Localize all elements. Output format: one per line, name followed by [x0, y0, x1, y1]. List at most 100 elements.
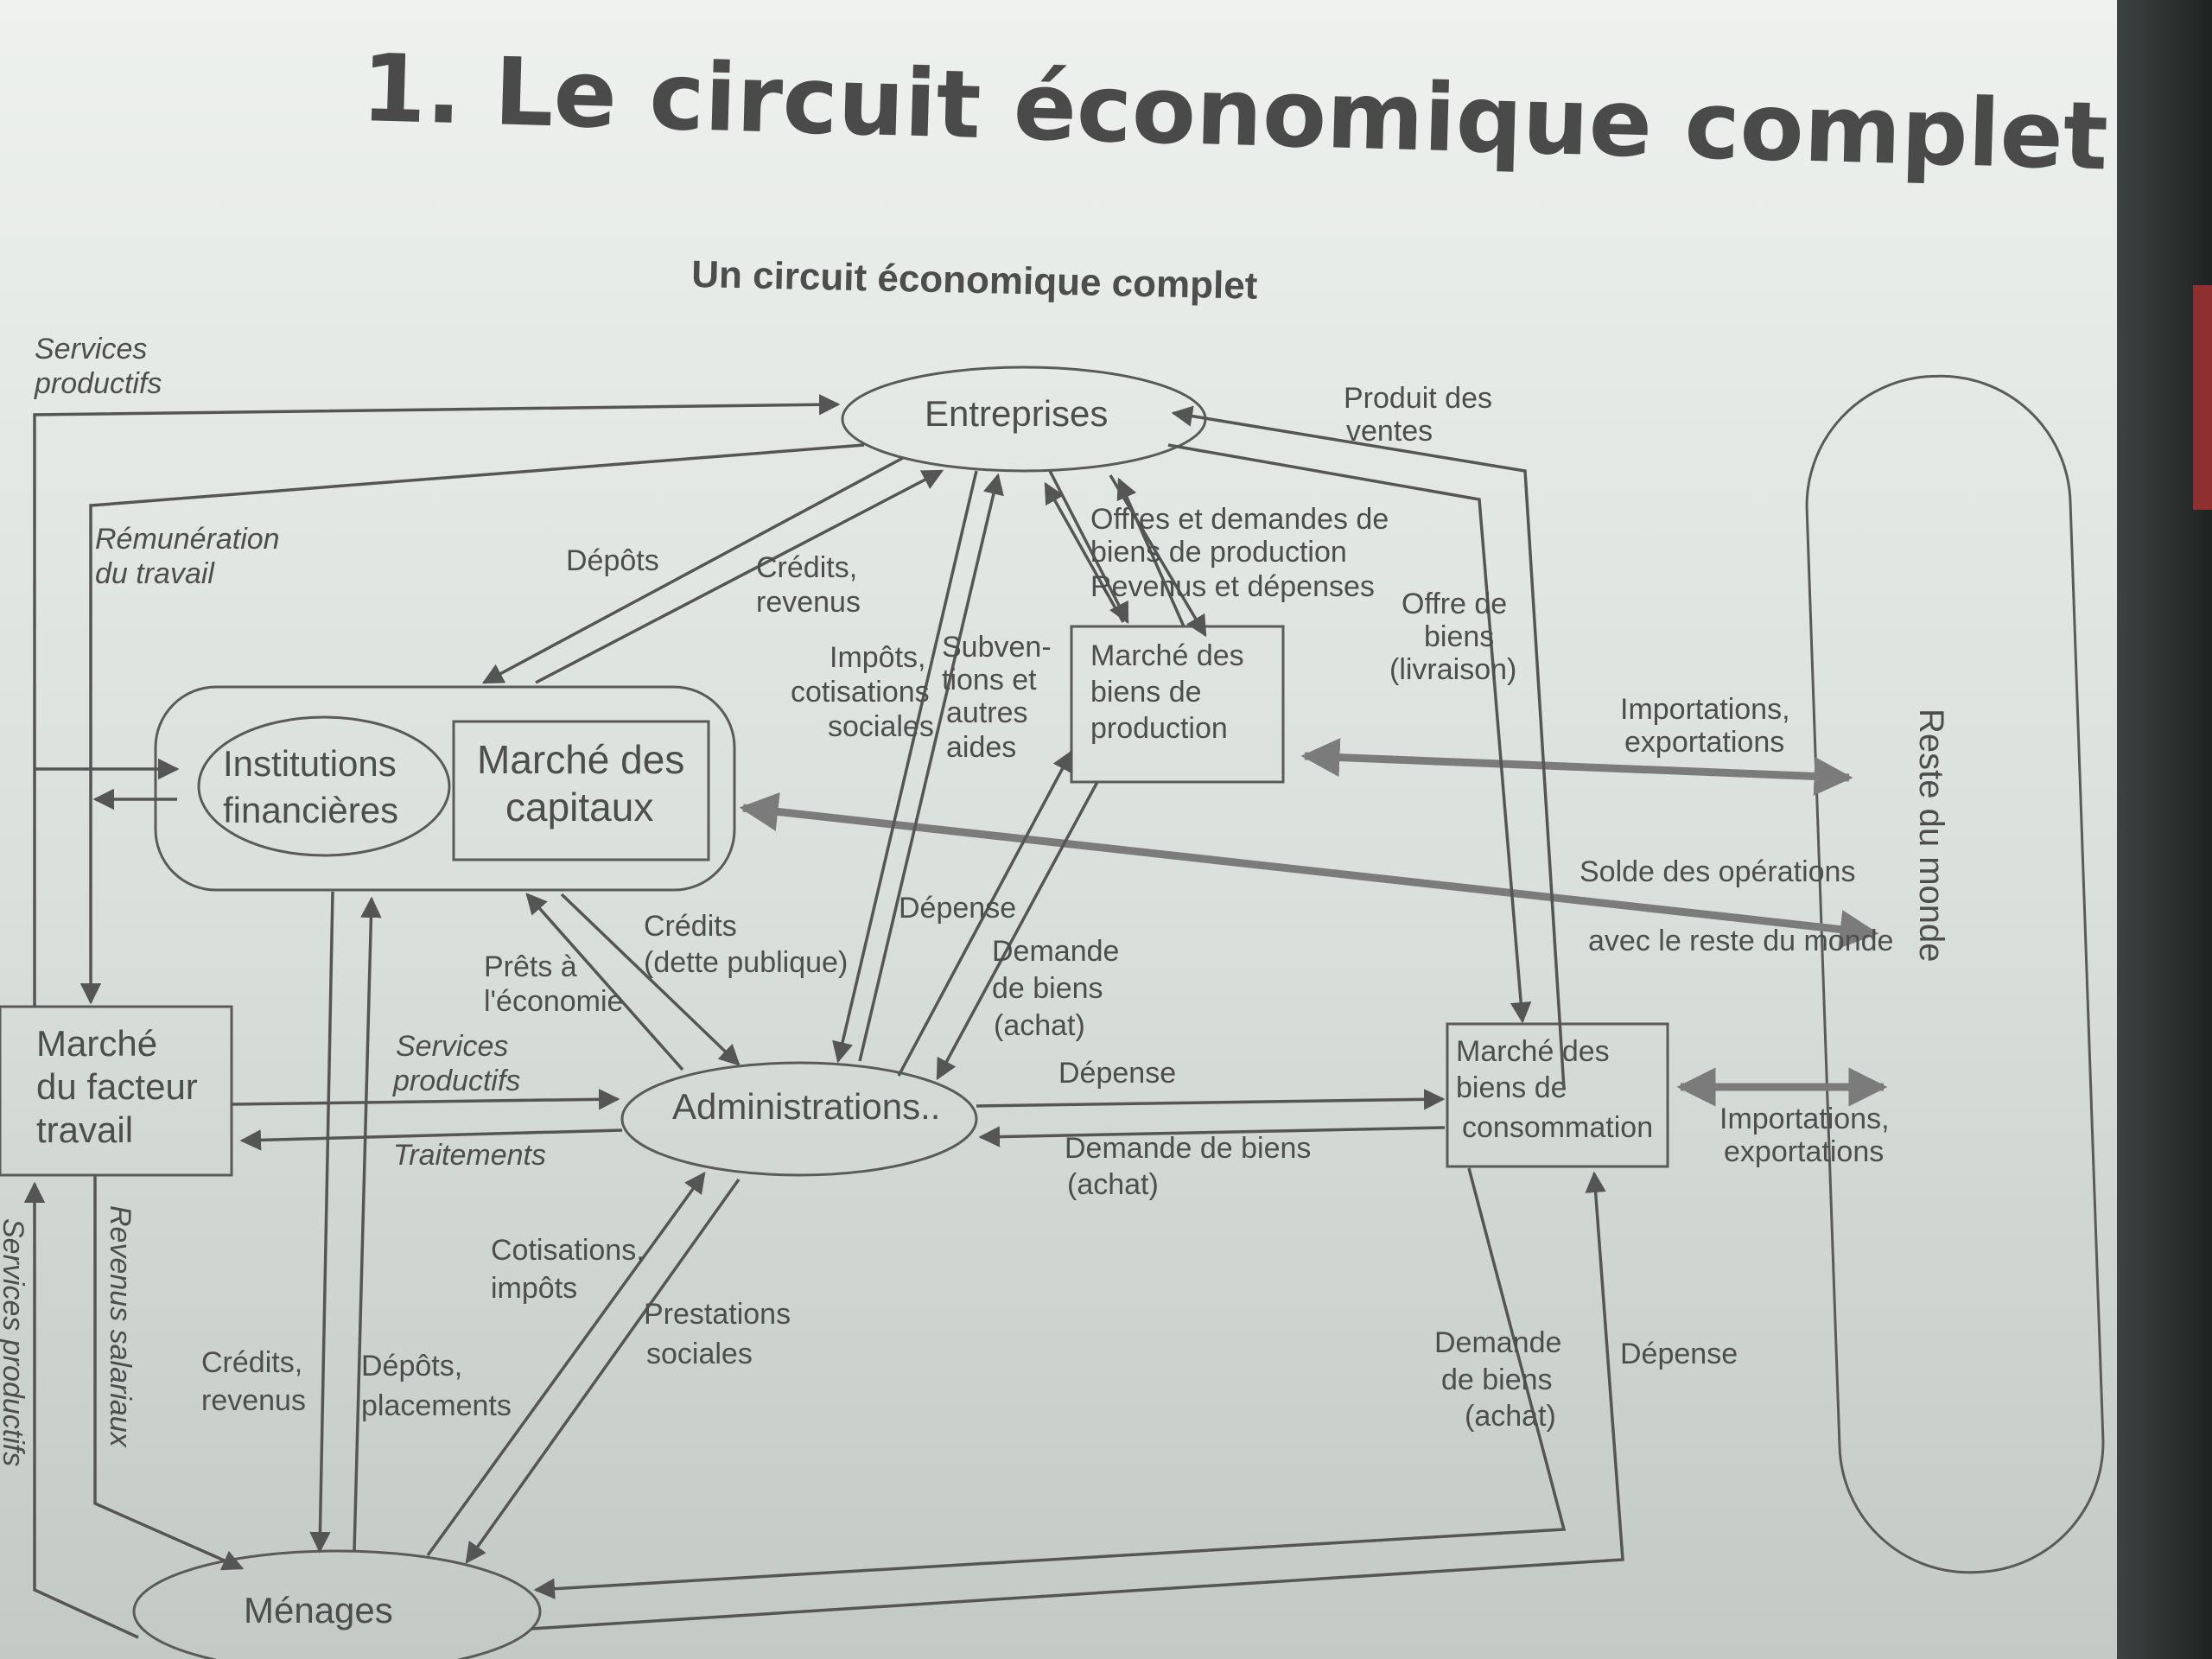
arrow-offres-2 [1044, 481, 1125, 623]
mbp-label-3: production [1090, 712, 1228, 745]
lbl-prets-1: Prêts à [484, 950, 577, 983]
arrow-credits-revenus-bottom [309, 891, 334, 1554]
arrow-solde-operations [739, 792, 1879, 949]
lbl-depense-bottom: Dépense [1620, 1338, 1738, 1370]
lbl-services-productifs-mid-1: Services [396, 1030, 508, 1063]
node-menages: Ménages [132, 1549, 542, 1659]
lbl-import-export-bottom-2: exportations [1724, 1135, 1884, 1168]
arrow-credits-revenus [535, 469, 944, 684]
arrow-offres-3 [1109, 474, 1207, 638]
lbl-credits-revenus-top-1: Crédits, [756, 551, 857, 584]
arrow-traitements [239, 1128, 623, 1151]
lbl-offre-biens-3: (livraison) [1389, 653, 1516, 686]
arrow-offre-biens [1167, 443, 1532, 1024]
node-administrations: Administrations.. [620, 1061, 978, 1177]
marche-capitaux-label-2: capitaux [505, 785, 653, 830]
lbl-solde-1: Solde des opérations [1580, 855, 1855, 888]
arrow-depense-conso [976, 1089, 1446, 1110]
institutions-label-2: financières [223, 790, 398, 830]
arrow-cotisations [426, 1172, 706, 1557]
node-marche-travail: Marché du facteur travail [0, 1005, 233, 1177]
diagram-subtitle: Un circuit économique complet [691, 253, 1258, 308]
lbl-depense-mid: Dépense [899, 892, 1016, 925]
lbl-remuneration-1: Rémunération [95, 523, 280, 556]
lbl-import-export-top-1: Importations, [1620, 693, 1790, 726]
lbl-depense-conso: Dépense [1058, 1057, 1176, 1090]
mc-label-1: Marché des [1456, 1035, 1610, 1068]
lbl-demande-biens-bottom-2: de biens [1441, 1363, 1553, 1396]
lbl-demande-biens-bottom-1: Demande [1434, 1326, 1561, 1359]
mc-label-2: biens de [1456, 1071, 1567, 1104]
arrow-depense-bottom [531, 1171, 1624, 1630]
arrow-depots [481, 456, 904, 684]
lbl-demande-biens-conso-2: (achat) [1067, 1168, 1159, 1201]
screen-accent-strip [2193, 285, 2212, 510]
arrow-remuneration [79, 443, 865, 1005]
lbl-depots-placements-1: Dépôts, [361, 1350, 462, 1382]
arrow-services-productifs-top [33, 394, 841, 1007]
lbl-services-productifs-mid-2: productifs [392, 1065, 520, 1097]
lbl-traitements: Traitements [393, 1139, 546, 1172]
node-marche-consommation: Marché des biens de consommation [1446, 1022, 1669, 1168]
lbl-credits-dette-1: Crédits [644, 910, 737, 943]
lbl-depots: Dépôts [566, 544, 659, 577]
lbl-revenus-salariaux: Revenus salariaux [104, 1205, 137, 1448]
arrow-subventions [832, 470, 978, 1064]
arrow-depense-production [897, 749, 1073, 1077]
arrow-services-productifs-side [23, 1181, 139, 1639]
lbl-demande-biens-mid-3: (achat) [994, 1009, 1085, 1042]
lbl-services-productifs-top-2: productifs [34, 367, 162, 400]
lbl-prestations-1: Prestations [644, 1298, 791, 1331]
lbl-services-productifs-side: Services productifs [0, 1218, 29, 1466]
mbp-label-2: biens de [1090, 676, 1202, 709]
administrations-label: Administrations.. [672, 1086, 940, 1127]
arrow-demande-biens-bottom [533, 1167, 1567, 1599]
screen-edge [2117, 0, 2212, 1659]
reste-du-monde-label: Reste du monde [1912, 709, 1950, 963]
lbl-prets-2: l'économie [484, 985, 623, 1018]
lbl-cotisations-2: impôts [491, 1272, 577, 1305]
lbl-depots-placements-2: placements [361, 1389, 512, 1422]
arrow-prestations [465, 1178, 741, 1564]
lbl-produit-ventes-1: Produit des [1344, 382, 1492, 415]
lbl-services-productifs-top-1: Services [35, 333, 147, 365]
lbl-demande-biens-bottom-3: (achat) [1465, 1400, 1556, 1433]
institutions-label-1: Institutions [223, 743, 397, 784]
lbl-subventions-2: tions et [942, 664, 1037, 696]
lbl-remuneration-2: du travail [95, 557, 215, 590]
flow-arrows [23, 394, 1624, 1639]
lbl-import-export-bottom-1: Importations, [1719, 1103, 1890, 1135]
menages-label: Ménages [244, 1590, 393, 1630]
mbp-label-1: Marché des [1090, 639, 1244, 672]
mt-label-3: travail [36, 1109, 133, 1150]
lbl-credits-revenus-bottom-2: revenus [201, 1384, 306, 1417]
node-financial-group: Institutions financières Marché des capi… [154, 685, 736, 892]
lbl-offres-1: Offres et demandes de [1090, 503, 1389, 536]
lbl-offre-biens-2: biens [1424, 620, 1494, 653]
lbl-import-export-top-2: exportations [1624, 726, 1784, 759]
lbl-subventions-4: aides [946, 731, 1016, 764]
lbl-cotisations-1: Cotisations, [491, 1234, 645, 1267]
lbl-credits-dette-2: (dette publique) [644, 946, 848, 979]
mt-label-1: Marché [36, 1023, 157, 1064]
marche-capitaux-label-1: Marché des [477, 737, 684, 782]
lbl-solde-2: avec le reste du monde [1588, 925, 1893, 957]
lbl-produit-ventes-2: ventes [1346, 415, 1433, 448]
node-entreprises: Entreprises [841, 365, 1207, 473]
flow-labels: Services productifs Rémunération du trav… [0, 333, 1893, 1466]
arrow-demande-production [936, 781, 1099, 1081]
lbl-subventions-3: autres [946, 696, 1028, 729]
arrow-prets-economie [525, 893, 684, 1071]
lbl-prestations-2: sociales [646, 1338, 753, 1370]
mt-label-2: du facteur [36, 1066, 198, 1107]
arrow-depots-placements [353, 896, 382, 1552]
lbl-offres-3: Revenus et dépenses [1090, 570, 1375, 603]
node-marche-biens-production: Marché des biens de production [1070, 625, 1285, 784]
node-reste-du-monde: Reste du monde [1805, 374, 2105, 1574]
lbl-offre-biens-1: Offre de [1402, 588, 1507, 620]
arrow-credits-dette [560, 893, 741, 1066]
thick-flows [739, 738, 1888, 1107]
arrow-produit-ventes [1171, 405, 1566, 1090]
mc-label-3: consommation [1462, 1111, 1653, 1144]
